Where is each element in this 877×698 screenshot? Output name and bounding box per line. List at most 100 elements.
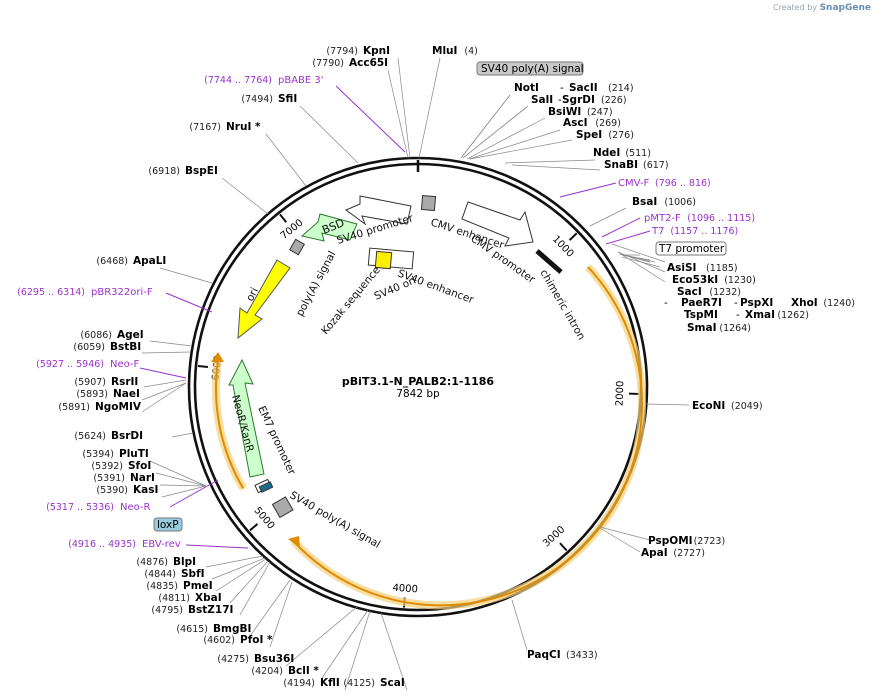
enzyme-pos-30: (2727) <box>673 548 705 559</box>
sv40-polya-box-label-bg <box>476 61 584 76</box>
enzyme-pos-46: (247) <box>587 107 613 118</box>
leader-24 <box>285 605 359 667</box>
enzyme-label-6: ApaLI <box>133 255 166 267</box>
enzyme-pos-37: (1240) <box>823 298 855 309</box>
leader-23 <box>269 581 293 648</box>
primer-name-6: pMT2-F <box>644 213 681 224</box>
chimeric-intron-label: chimeric intron <box>537 268 587 343</box>
primer-name-0: pBABE 3' <box>278 75 324 86</box>
enzyme-label-30: ApaI <box>641 547 668 559</box>
enzyme-pos-22: (4615) <box>176 624 208 635</box>
enzyme-pos-31: (2049) <box>731 401 763 412</box>
enzyme-label-36: PspXI <box>740 297 773 309</box>
enzyme-label-12: BsrDI <box>111 430 143 442</box>
leader-25 <box>321 609 369 679</box>
leader-7 <box>149 340 193 347</box>
enzyme-pos-7: (6086) <box>80 330 112 341</box>
leader-22 <box>249 579 291 637</box>
leader-4 <box>265 133 307 187</box>
leader-30 <box>599 527 641 553</box>
loxp-label: loxP <box>157 519 179 531</box>
enzyme-label-33: TspMI <box>684 309 718 321</box>
enzyme-label-20: XbaI <box>195 592 222 604</box>
leader-50 <box>460 94 511 159</box>
leader-21 <box>239 561 271 616</box>
orf-arc-glow <box>290 264 646 610</box>
snapgene-credit: Created by SnapGene <box>773 3 871 13</box>
primer-name-7: T7 <box>651 226 664 237</box>
leader-6 <box>159 267 213 284</box>
leader-42 <box>511 164 601 171</box>
enzyme-pos-24: (4275) <box>217 654 249 665</box>
enzyme-pos-15: (5391) <box>93 473 125 484</box>
enzyme-pos-10: (5893) <box>76 389 108 400</box>
enzyme-label-41: BsaI <box>632 196 657 208</box>
loxp-label-bg <box>153 517 183 532</box>
sv40-promoter-arrow <box>345 195 412 226</box>
enzyme-pos-18: (4844) <box>144 569 176 580</box>
enzyme-label-35: PaeR7I <box>681 297 722 309</box>
enzyme-label-42: SnaBI <box>604 159 638 171</box>
enzyme-pos-6: (6468) <box>96 256 128 267</box>
tick-1000 <box>568 232 578 241</box>
tick-label-7000: 7000 <box>279 217 306 241</box>
enzyme-pos-8: (6059) <box>73 342 105 353</box>
enzyme-label-5: BspEI <box>185 165 218 177</box>
leader-19 <box>215 558 267 592</box>
primer-name-5: CMV-F <box>618 178 649 189</box>
enzyme-label-32: SmaI <box>687 322 717 334</box>
sv40-polya-box-label: SV40 poly(A) signal <box>481 63 584 75</box>
leader-8 <box>141 351 191 354</box>
enzyme-label-25: BclI * <box>288 665 319 677</box>
enzyme-label-10: NaeI <box>113 388 140 400</box>
leader-38 <box>617 251 666 283</box>
primer-leader-3 <box>169 479 219 508</box>
enzyme-label-16: KasI <box>133 484 158 496</box>
enzyme-pos-13: (5394) <box>82 449 114 460</box>
enzyme-label-44: SpeI <box>576 129 602 141</box>
leader-16 <box>161 485 207 498</box>
enzyme-label-2: MluI <box>432 45 457 57</box>
enzyme-pos-12: (5624) <box>74 431 106 442</box>
enzyme-label-39: Eco53kI <box>672 274 718 286</box>
primer-range-3: (5317 .. 5336) <box>46 502 114 513</box>
leader-46 <box>466 117 546 160</box>
leader-27 <box>380 612 408 691</box>
leader-0 <box>397 57 411 159</box>
leader-44 <box>469 139 573 160</box>
primer-leader-1 <box>165 292 213 313</box>
enzyme-label-45: AscI <box>563 117 588 129</box>
enzyme-pos-39: (1230) <box>724 275 756 286</box>
primer-name-3: Neo-R <box>120 502 151 513</box>
primer-range-4: (4916 .. 4935) <box>68 539 136 550</box>
orange-arc-left-arrowhead <box>211 352 224 362</box>
primer-name-1: pBR322ori-F <box>91 287 153 298</box>
enzyme-pos-28: (3433) <box>566 650 598 661</box>
leader-10 <box>141 382 187 401</box>
leader-20 <box>229 560 269 604</box>
bsd-arrow <box>300 213 358 242</box>
enzyme-label-31: EcoNI <box>692 400 725 412</box>
primer-leader-5 <box>559 182 617 198</box>
tick-3000 <box>559 542 568 552</box>
enzyme-pos-38: (1232) <box>709 287 741 298</box>
enzyme-dash-3: - <box>560 82 564 94</box>
enzyme-pos-25: (4204) <box>251 666 283 677</box>
enzyme-pos-48: (226) <box>601 95 627 106</box>
enzyme-pos-40: (1185) <box>706 263 738 274</box>
enzyme-dash-1: - <box>734 297 738 309</box>
enzyme-pos-17: (4876) <box>136 557 168 568</box>
enzyme-label-11: NgoMIV <box>95 401 142 413</box>
leader-45 <box>468 129 561 160</box>
tick-label-2000: 2000 <box>614 381 626 407</box>
tick-5000 <box>249 523 259 532</box>
leader-17 <box>205 555 264 568</box>
enzyme-label-27: ScaI <box>380 677 405 689</box>
enzyme-pos-27: (4125) <box>343 678 375 689</box>
enzyme-label-49: NotI <box>514 82 539 94</box>
enzyme-label-48: SgrDI <box>562 94 595 106</box>
enzyme-label-19: PmeI <box>183 580 213 592</box>
tick-label-4000: 4000 <box>392 583 418 596</box>
enzyme-pos-0: (7794) <box>326 46 358 57</box>
